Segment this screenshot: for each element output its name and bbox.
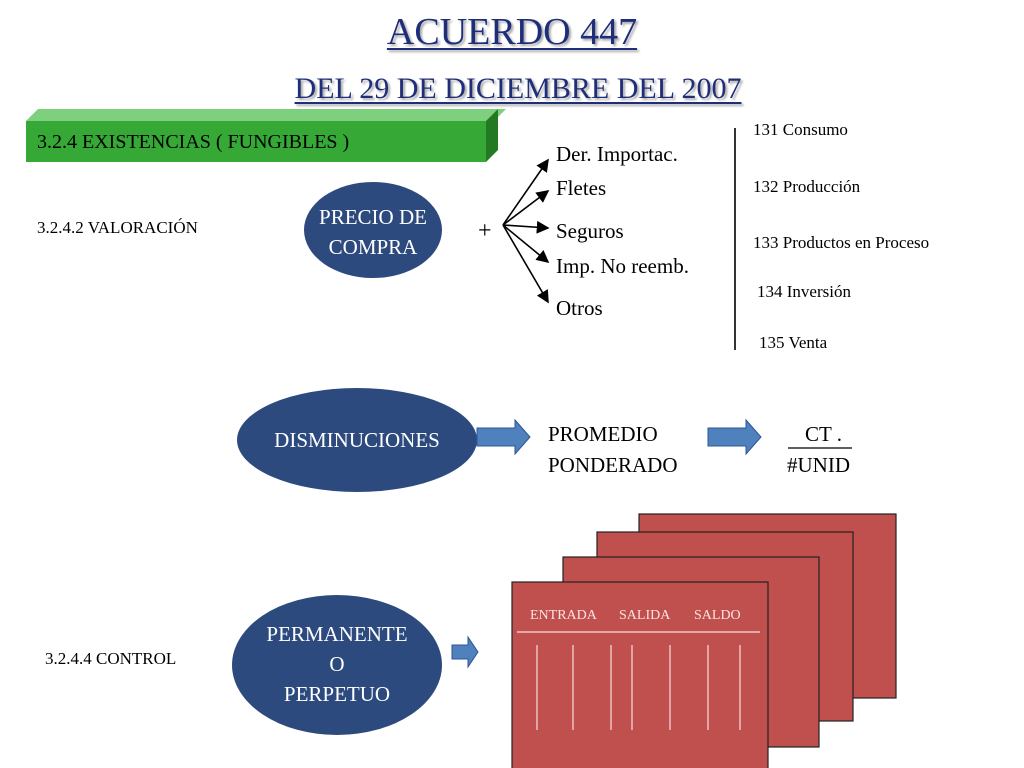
plus-sign: +: [478, 218, 492, 244]
cost-item: Fletes: [556, 176, 607, 200]
permanente-ellipse: [232, 595, 442, 735]
banner-label: 3.2.4 EXISTENCIAS ( FUNGIBLES ): [37, 131, 350, 153]
control-label: 3.2.4.4 CONTROL: [45, 649, 177, 668]
formula-top: CT .: [805, 422, 842, 446]
fan-arrows: [502, 158, 550, 304]
account-item: 133 Productos en Proceso: [753, 233, 930, 252]
card-header-entrada: ENTRADA: [530, 608, 597, 623]
card-lines: [517, 631, 760, 730]
disminuciones-ellipse: [237, 388, 477, 492]
method-line1: PROMEDIO: [548, 422, 658, 446]
account-item: 131 Consumo: [753, 120, 848, 139]
cost-item: Otros: [556, 296, 603, 320]
page-title: ACUERDO 447: [386, 11, 638, 53]
page-subtitle: DEL 29 DE DICIEMBRE DEL 2007: [294, 72, 742, 105]
account-item: 134 Inversión: [757, 282, 851, 301]
precio-compra-text: PRECIO DE COMPRA: [319, 205, 427, 259]
disminuciones-text: DISMINUCIONES: [274, 428, 440, 452]
cost-item: Seguros: [556, 219, 624, 243]
precio-compra-ellipse: [304, 182, 442, 278]
formula-bottom: #UNID: [787, 453, 850, 477]
section-banner: [26, 109, 506, 162]
block-arrows: [451, 418, 762, 669]
valoracion-label: 3.2.4.2 VALORACIÓN: [37, 218, 198, 237]
card-header-saldo: SALDO: [694, 608, 741, 623]
permanente-text: PERMANENTE O PERPETUO: [266, 622, 408, 706]
account-item: 132 Producción: [753, 177, 861, 196]
card-header-salida: SALIDA: [619, 608, 671, 623]
cost-item: Imp. No reemb.: [556, 254, 689, 278]
account-item: 135 Venta: [759, 333, 828, 352]
kardex-cards: [511, 513, 897, 768]
cost-item: Der. Importac.: [556, 142, 678, 166]
method-line2: PONDERADO: [548, 453, 678, 477]
